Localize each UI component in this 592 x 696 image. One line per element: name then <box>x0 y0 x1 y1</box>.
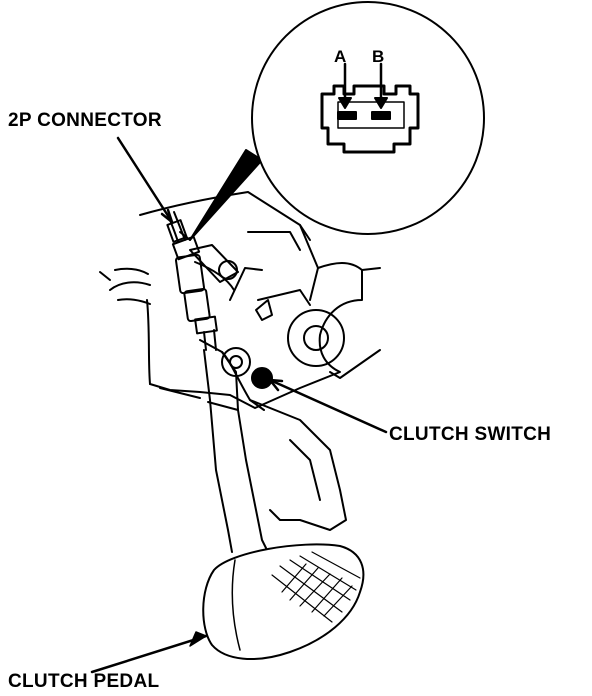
connector-label: 2P CONNECTOR <box>8 110 162 131</box>
terminal-a-label: A <box>334 47 347 66</box>
zoom-beam <box>179 149 263 241</box>
pedal-leader <box>90 631 208 674</box>
clutch-switch <box>174 253 273 389</box>
pedal-arm <box>199 339 347 553</box>
zoom-circle <box>251 1 485 235</box>
pedal-pad <box>202 543 365 661</box>
connector-leader <box>116 136 174 224</box>
pedal-bracket <box>99 191 381 409</box>
terminal-b-label: B <box>372 47 385 66</box>
clutch-switch-label: CLUTCH SWITCH <box>389 424 552 445</box>
switch-leader <box>268 378 388 434</box>
clutch-pedal-label: CLUTCH PEDAL <box>8 671 160 692</box>
